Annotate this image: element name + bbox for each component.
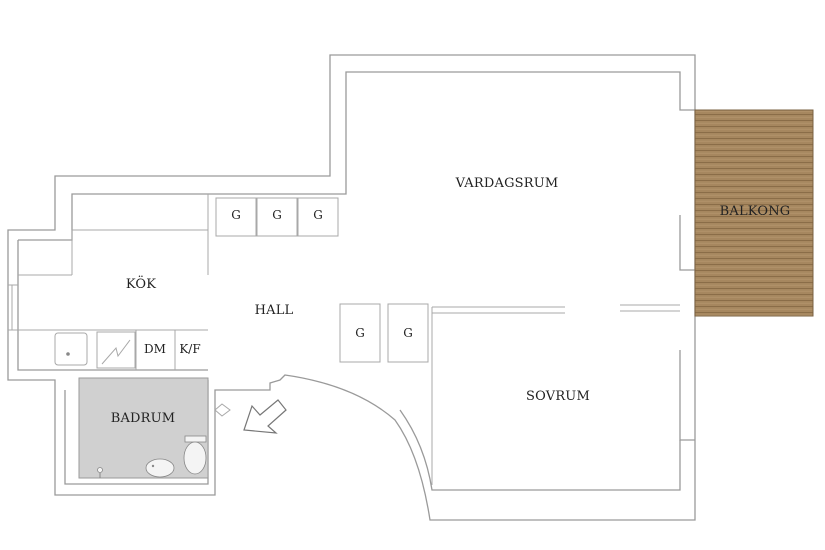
closet-label: G xyxy=(231,208,241,222)
kitchen-upper-counter xyxy=(18,194,209,276)
closet-label: G xyxy=(313,208,323,222)
room-label-badrum: BADRUM xyxy=(111,411,176,426)
bedroom-walls xyxy=(431,304,680,485)
kitchen-lower-counter: DM K/F xyxy=(18,329,208,370)
room-label-kok: KÖK xyxy=(126,275,156,292)
top-closets: G G G xyxy=(215,197,339,237)
closet-label: G xyxy=(272,208,282,222)
room-label-sovrum: SOVRUM xyxy=(526,389,590,404)
toilet-icon xyxy=(183,441,207,475)
dishwasher-label: DM xyxy=(144,342,166,356)
balcony xyxy=(694,109,814,317)
shower-drain-icon xyxy=(97,467,103,473)
hall-closets: G G xyxy=(339,303,429,363)
stove-icon xyxy=(101,339,131,365)
fridge-label: K/F xyxy=(179,342,200,356)
sink-drain-icon xyxy=(66,352,70,356)
room-label-balkong: BALKONG xyxy=(720,204,791,219)
closet-label: G xyxy=(355,326,365,340)
closet-label: G xyxy=(403,326,413,340)
hall-door xyxy=(214,403,231,417)
entrance-arrow-icon xyxy=(243,399,287,434)
bathroom xyxy=(78,377,209,479)
room-label-hall: HALL xyxy=(255,303,294,318)
room-label-vardagsrum: VARDAGSRUM xyxy=(455,176,559,191)
washbasin-icon xyxy=(145,458,175,478)
